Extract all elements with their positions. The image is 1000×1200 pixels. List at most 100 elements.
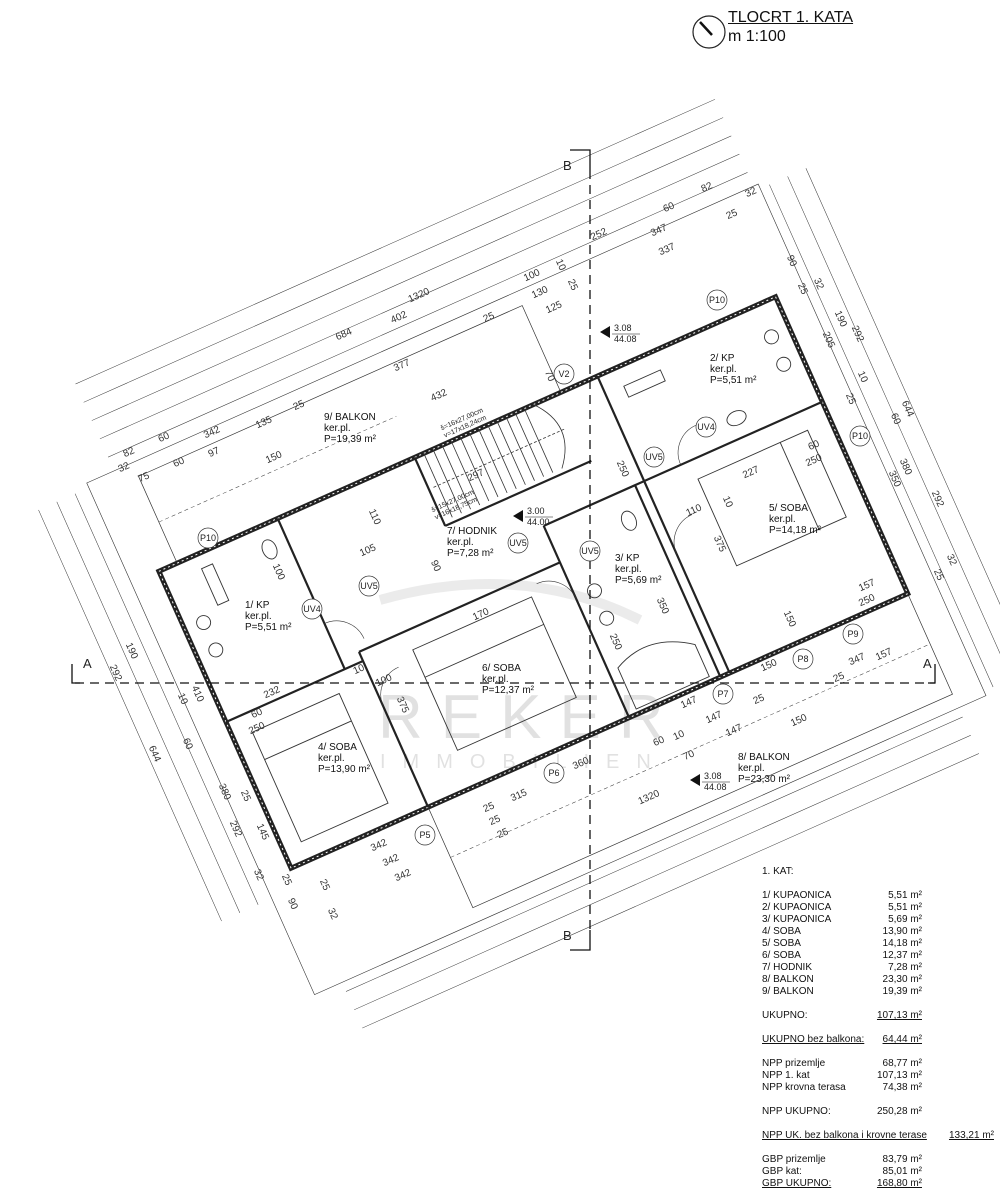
element-tag: P8 [792,648,814,670]
dimension-label: 250 [607,632,624,652]
dimension-label: 1320 [407,286,432,305]
svg-text:ker.pl.: ker.pl. [324,423,351,434]
title-name: TLOCRT 1. KATA [728,9,854,26]
element-tag: P6 [543,762,565,784]
legend-label: 2/ KUPAONICA [762,902,832,913]
dimension-label: 684 [334,326,354,343]
north-arrow-icon [692,15,726,49]
element-tag: UV5 [507,532,529,554]
dimension-label: 347 [847,651,867,668]
element-tag: P10 [197,527,219,549]
legend-row: GBP kat:85,01 m² [762,1166,922,1178]
svg-text:7/ HODNIK: 7/ HODNIK [447,526,497,537]
legend-value: 5,51 m² [888,890,922,901]
svg-text:4/ SOBA: 4/ SOBA [318,742,357,753]
title-scale: m 1:100 [728,28,786,45]
staircase [423,404,567,518]
dimension-label: 1320 [637,788,662,807]
outer-wall [155,293,912,872]
svg-text:P9: P9 [847,629,858,639]
dimension-label: 190 [832,309,849,329]
svg-text:9/ BALKON: 9/ BALKON [324,412,376,423]
dimension-lines [38,99,1000,1029]
legend-row: NPP krovna terasa 74,38 m² [762,1082,922,1094]
dimension-label: 347 [649,222,669,239]
legend-label: NPP krovna terasa [762,1082,846,1093]
svg-text:UV5: UV5 [581,546,599,556]
dimension-label: 90 [428,559,443,574]
dimension-label: 205 [820,330,837,350]
drawing-title: TLOCRT 1. KATA m 1:100 [728,8,853,46]
dimension-label: 644 [899,399,916,419]
legend-value: 13,90 m² [882,926,922,937]
dimension-label: 70 [682,748,697,763]
svg-text:P6: P6 [548,768,559,778]
dimension-label: 90 [285,897,300,912]
dimension-label: 145 [254,822,271,842]
svg-text:ker.pl.: ker.pl. [738,763,765,774]
dimension-label: 25 [725,207,740,222]
dimension-label: 337 [657,241,677,258]
legend-value: 5,69 m² [888,914,922,925]
legend-value: 68,77 m² [882,1058,922,1069]
svg-text:44.00: 44.00 [527,517,550,527]
svg-text:P=5,69 m²: P=5,69 m² [615,575,662,586]
legend-heading: 1. KAT: [762,866,794,877]
element-tag: UV4 [301,598,323,620]
dimension-label: 32 [944,553,959,568]
dimension-label: 410 [189,684,206,704]
dimension-label: 150 [789,712,809,729]
dimension-label: 342 [202,424,222,441]
svg-text:ker.pl.: ker.pl. [710,364,737,375]
element-tag: P7 [712,683,734,705]
section-b-bottom: B [563,928,572,943]
legend-label: 7/ HODNIK [762,962,813,973]
svg-text:2/ KP: 2/ KP [710,353,735,364]
legend-value: 74,38 m² [882,1082,922,1093]
dimension-label: 60 [652,734,667,749]
svg-text:6/ SOBA: 6/ SOBA [482,663,521,674]
dimension-label: 25 [496,826,511,841]
dimension-label: 380 [216,782,233,802]
legend-value: 83,79 m² [882,1154,922,1165]
svg-text:P=14,18 m²: P=14,18 m² [769,525,822,536]
legend-total: UKUPNO:107,13 m² [762,1010,922,1021]
legend-value: 107,13 m² [876,1070,922,1081]
legend-npp-total: NPP UKUPNO:250,28 m² [762,1106,922,1117]
svg-text:P7: P7 [717,689,728,699]
watermark: REKER IMMOBILIEN [378,579,664,773]
svg-text:P=5,51 m²: P=5,51 m² [710,375,757,386]
element-tag: UV4 [695,416,717,438]
dimension-label: 297 [466,467,486,484]
svg-text:UV4: UV4 [303,604,321,614]
svg-text:UV5: UV5 [509,538,527,548]
dimension-label: 135 [254,414,274,431]
dimension-label: 10 [720,495,735,510]
legend-label: 8/ BALKON [762,974,814,985]
legend-label: 5/ SOBA [762,938,801,949]
sanitary-fixtures [196,329,792,710]
legend-label: GBP kat: [762,1166,802,1177]
dimension-label: 10 [352,662,367,677]
dimension-label: 342 [381,852,401,869]
dimension-label: 292 [849,324,866,344]
section-b-top: B [563,158,572,173]
legend-label: 3/ KUPAONICA [762,914,832,925]
dimension-label: 82 [700,180,715,195]
dimension-label: 10 [553,258,568,273]
dimension-label: 375 [711,534,728,554]
dimension-label: 105 [358,542,378,559]
svg-text:P5: P5 [419,830,430,840]
